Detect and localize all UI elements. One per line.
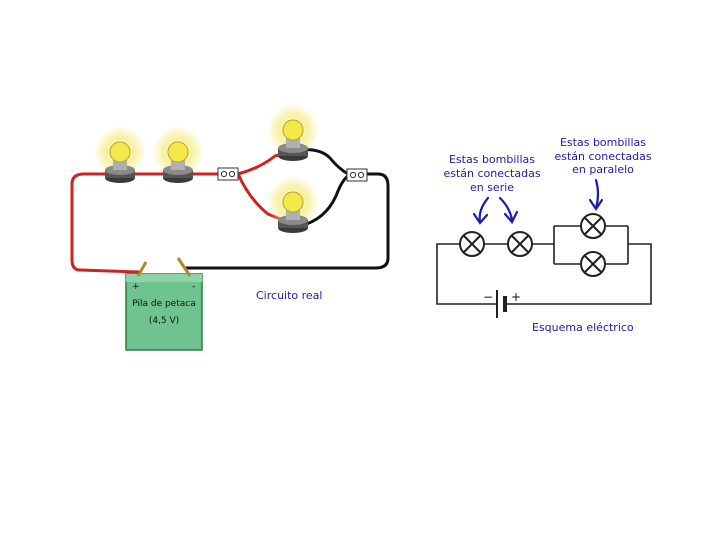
battery-symbol-minus: − [483,290,493,304]
battery: + - Pila de petaca (4,5 V) [125,257,203,351]
lamp-series-2 [507,231,533,257]
arrow-to-parallel [588,178,604,211]
series-note-line2: están conectadas [443,167,540,180]
parallel-note-line3: en paralelo [572,163,634,176]
parallel-note-line2: están conectadas [554,150,651,163]
arrow-to-series-left [472,196,490,225]
schematic-wires [436,225,652,305]
parallel-note-line1: Estas bombillas [560,136,646,149]
battery-terminal-minus [176,257,192,277]
real-circuit: + - Pila de petaca (4,5 V) Circuito real [70,103,390,351]
connector-clip-right [346,168,368,182]
red-wire [70,172,220,274]
series-note-line1: Estas bombillas [449,153,535,166]
arrow-to-series-right [498,196,519,224]
real-circuit-caption: Circuito real [256,289,322,302]
schematic-diagram: Estas bombillas están conectadas en seri… [436,136,652,334]
battery-symbol-plus: + [511,290,521,304]
bulb-parallel-bottom [266,175,320,234]
bulb-parallel-top [266,103,320,162]
battery-label: Pila de petaca [132,299,195,309]
black-wire-branch-bottom [299,174,349,228]
schematic-caption: Esquema eléctrico [532,321,634,334]
lamp-parallel-top [580,213,606,239]
lamp-parallel-bottom [580,251,606,277]
black-wire [186,172,390,270]
red-wire-branch-top [237,150,291,176]
red-wire-branch-bottom [236,173,289,224]
battery-minus-sign: - [192,282,195,292]
battery-terminal-plus [136,261,148,277]
connector-clip-left [217,167,239,181]
black-wire-branch-top [299,148,349,176]
battery-voltage: (4,5 V) [149,316,179,326]
battery-plus-sign: + [132,282,140,292]
series-note-line3: en serie [470,181,514,194]
battery-symbol: − + [483,290,521,318]
lamp-series-1 [459,231,485,257]
